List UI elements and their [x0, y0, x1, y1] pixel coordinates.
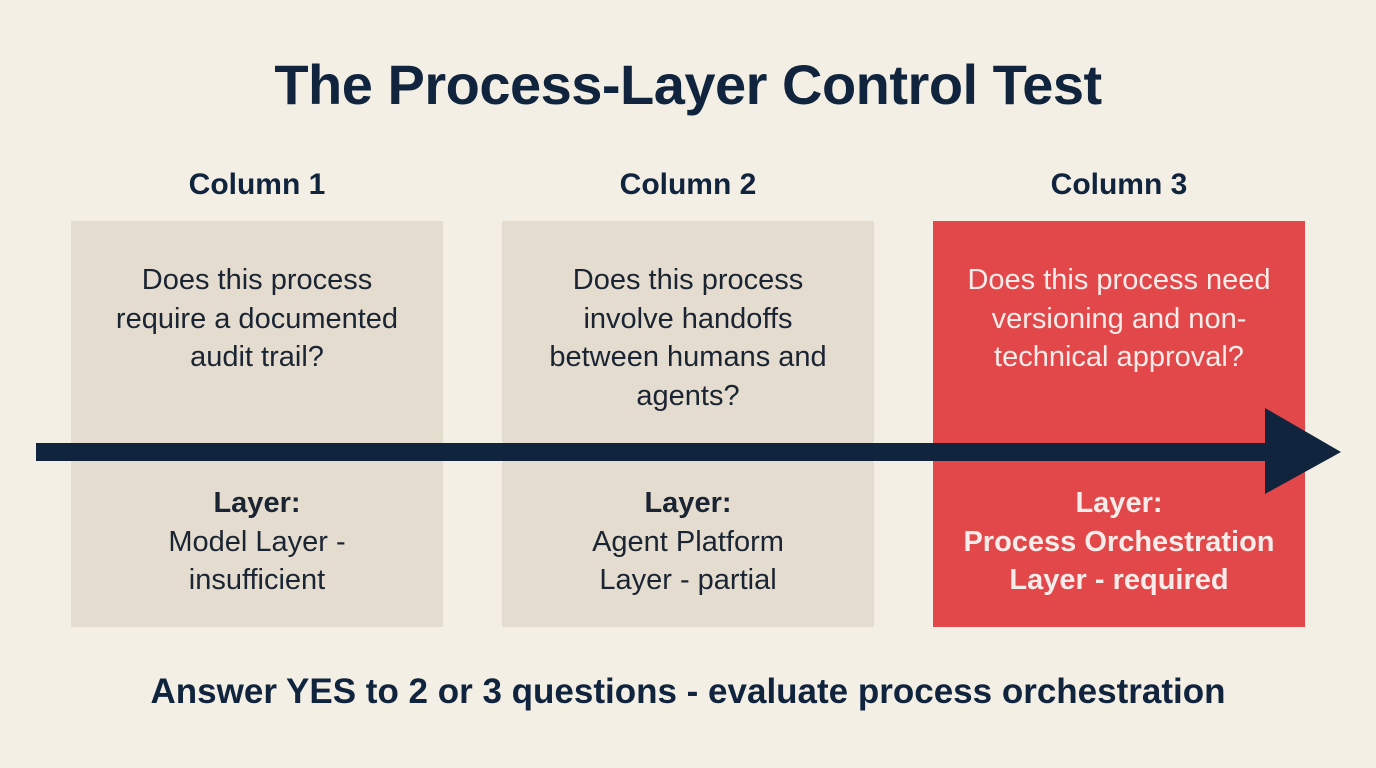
arrow-head-icon — [1265, 408, 1341, 494]
column-1-header: Column 1 — [188, 168, 326, 201]
column-3-header: Column 3 — [1050, 168, 1188, 201]
column-3-layer-value: Process Orchestration Layer - required — [963, 525, 1275, 597]
column-2-question: Does this process involve handoffs betwe… — [549, 264, 827, 412]
column-2-header: Column 2 — [619, 168, 757, 201]
column-1-layer-value: Model Layer - insufficient — [168, 525, 346, 597]
column-2-layer-label: Layer: — [644, 487, 732, 519]
column-3-question: Does this process need versioning and no… — [967, 264, 1271, 373]
column-1-card: Does this process require a documented a… — [71, 221, 443, 627]
column-2-layer-value: Agent Platform Layer - partial — [592, 525, 784, 597]
column-3-card: Does this process need versioning and no… — [933, 221, 1305, 627]
flow-arrow-shaft — [36, 443, 1278, 461]
column-2-card: Does this process involve handoffs betwe… — [502, 221, 874, 627]
column-1-question: Does this process require a documented a… — [115, 264, 399, 373]
footer-guidance: Answer YES to 2 or 3 questions - evaluat… — [150, 672, 1226, 711]
column-1-layer: Layer: Model Layer - insufficient — [81, 484, 433, 600]
column-3-layer: Layer: Process Orchestration Layer - req… — [943, 484, 1295, 600]
column-3-layer-label: Layer: — [1075, 487, 1163, 519]
column-2-layer: Layer: Agent Platform Layer - partial — [512, 484, 864, 600]
column-1-layer-label: Layer: — [213, 487, 301, 519]
page-title: The Process-Layer Control Test — [274, 53, 1102, 116]
